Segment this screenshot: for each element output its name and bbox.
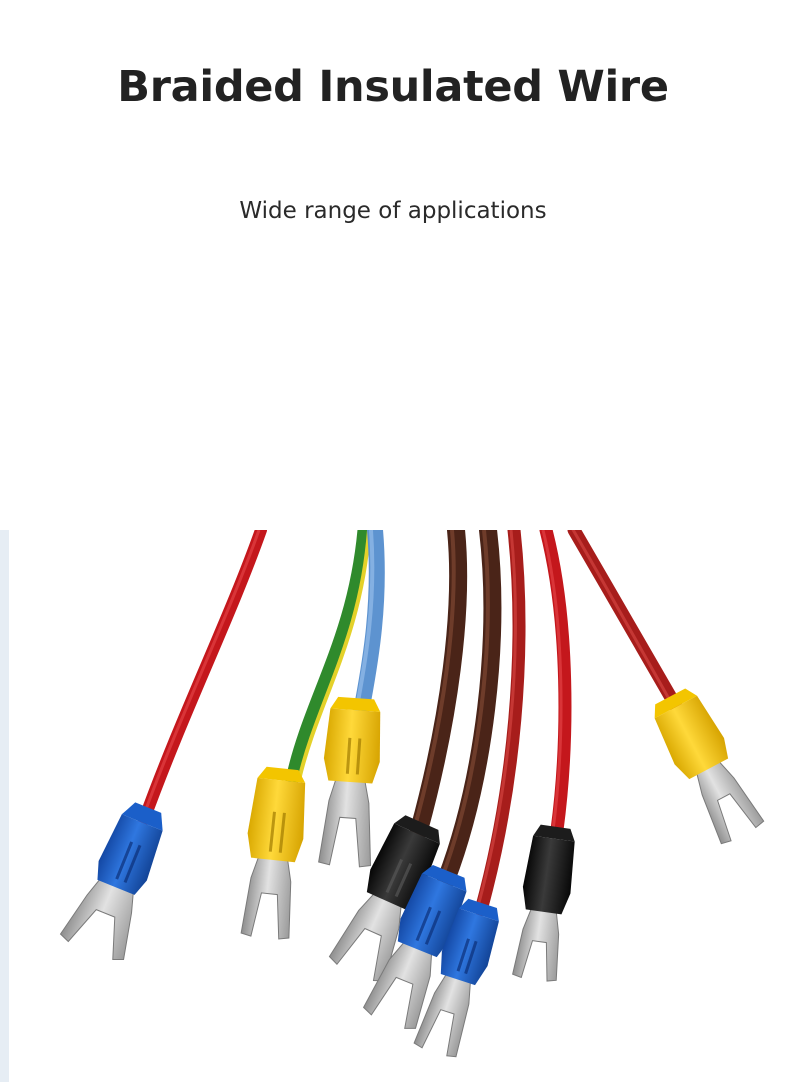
yellow-fork-terminal xyxy=(318,696,381,868)
red-wire xyxy=(138,530,267,826)
black-fork-terminal xyxy=(328,815,440,982)
page-title: Braided Insulated Wire xyxy=(117,62,669,112)
dark-red-wire xyxy=(474,530,526,917)
side-rail xyxy=(0,530,9,1082)
brown-wire xyxy=(437,530,502,889)
yellow-fork-terminal xyxy=(654,688,765,845)
product-image xyxy=(9,530,786,1082)
blue-fork-terminal xyxy=(59,802,163,960)
red-wire xyxy=(539,530,572,837)
yellow-fork-terminal xyxy=(240,766,306,940)
black-fork-terminal xyxy=(512,824,575,982)
blue-wire xyxy=(353,530,385,720)
page-subtitle: Wide range of applications xyxy=(239,198,547,224)
brown-wire xyxy=(410,530,468,839)
wires-illustration xyxy=(59,530,765,1058)
blue-fork-terminal xyxy=(413,898,499,1058)
green-yellow-wire xyxy=(285,530,371,787)
